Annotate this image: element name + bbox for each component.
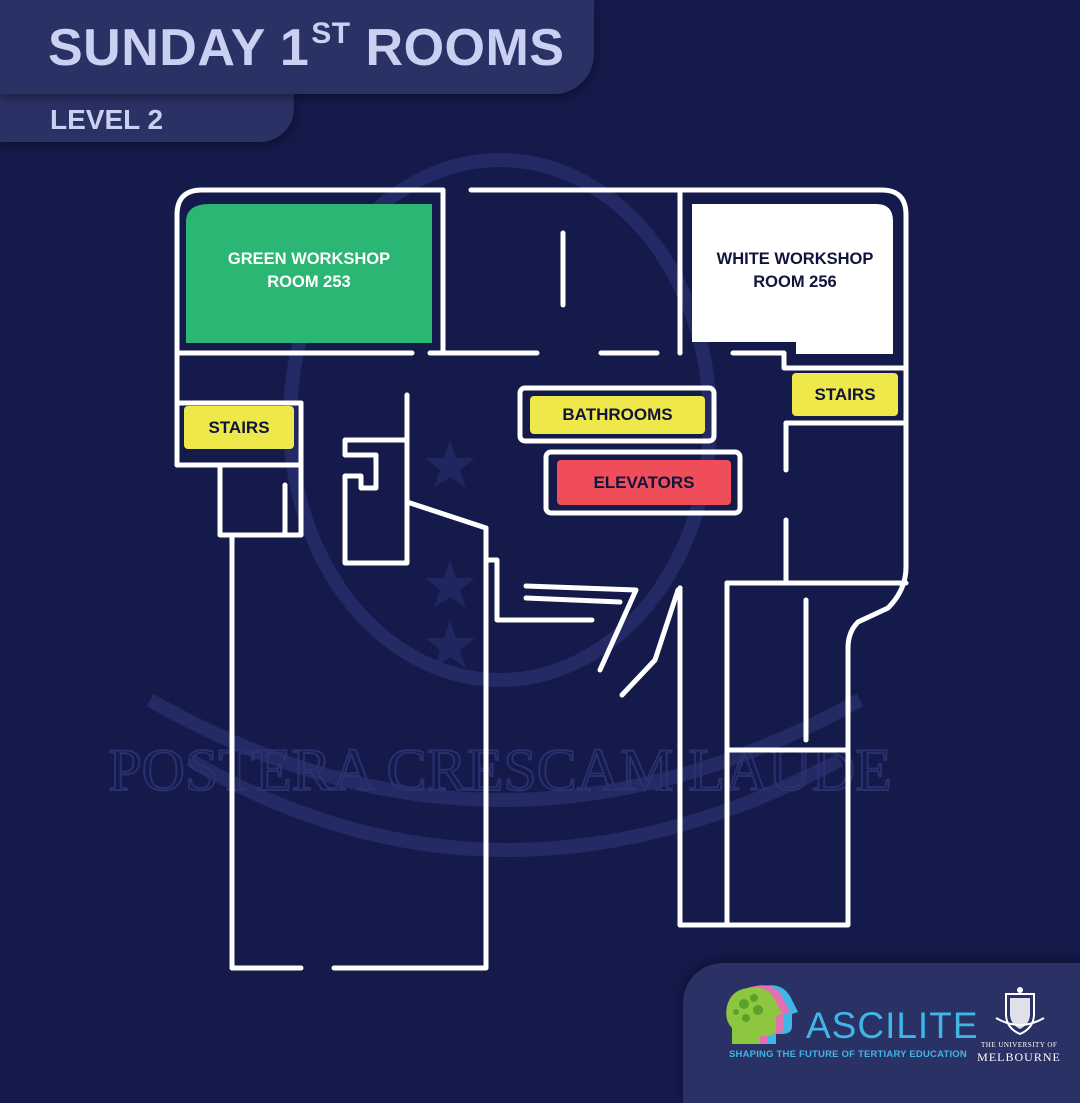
elevators-tag[interactable]: ELEVATORS (557, 460, 731, 505)
unimelb-small-text: THE UNIVERSITY OF (981, 1041, 1058, 1049)
level-label: LEVEL 2 (50, 104, 164, 135)
green-workshop-name: GREEN WORKSHOP (227, 250, 391, 268)
white-workshop-name: WHITE WORKSHOP (716, 250, 874, 268)
stairs-left-label: STAIRS (208, 417, 270, 437)
stairs-left-tag[interactable]: STAIRS (184, 406, 294, 449)
bathrooms-label: BATHROOMS (562, 405, 673, 424)
title-tab: SUNDAY 1ST ROOMS (0, 0, 594, 94)
level-tab: LEVEL 2 (0, 90, 294, 142)
title-superscript: ST (311, 17, 351, 50)
title-main: SUNDAY 1 (48, 19, 310, 77)
ascilite-tagline: SHAPING THE FUTURE OF TERTIARY EDUCATION (729, 1049, 967, 1060)
crest-icon (995, 987, 1045, 1036)
floor-plan-walls (174, 187, 909, 971)
unimelb-name: MELBOURNE (977, 1050, 1061, 1064)
title-rest: ROOMS (350, 19, 565, 77)
white-workshop-room[interactable]: WHITE WORKSHOP ROOM 256 (692, 248, 898, 294)
green-workshop-room[interactable]: GREEN WORKSHOP ROOM 253 (186, 248, 432, 294)
stairs-right-label: STAIRS (814, 384, 876, 404)
green-workshop-number: ROOM 253 (267, 273, 351, 291)
page-title: SUNDAY 1ST ROOMS (48, 18, 564, 78)
white-workshop-number: ROOM 256 (753, 273, 837, 291)
stairs-right-tag[interactable]: STAIRS (792, 373, 898, 416)
elevators-label: ELEVATORS (593, 472, 695, 492)
bathrooms-tag[interactable]: BATHROOMS (530, 396, 705, 434)
ascilite-name: ASCILITE (806, 1005, 979, 1046)
heads-profile-icon (726, 985, 798, 1044)
